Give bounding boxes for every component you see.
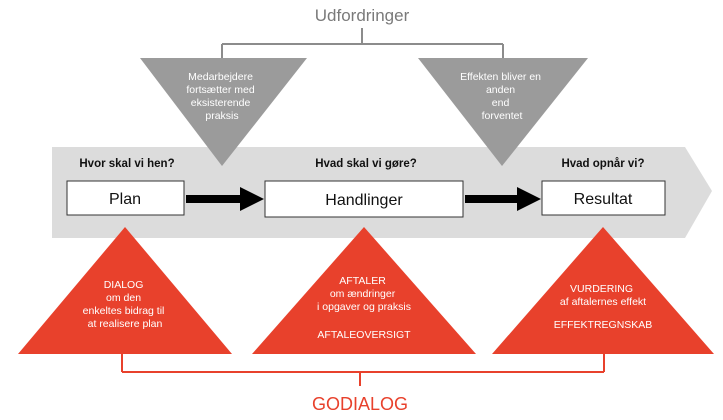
challenges-title: Udfordringer — [315, 6, 410, 25]
arrow-actions-to-result — [465, 187, 541, 211]
outcome-text-2: AFTALER om ændringer i opgaver og praksi… — [317, 275, 411, 313]
outcome-triangle-1 — [18, 227, 232, 354]
outcome-text-3: VURDERING af aftalernes effekt — [560, 283, 646, 308]
step-label-actions: Handlinger — [325, 192, 403, 209]
challenge-triangle-2 — [418, 58, 588, 166]
outcome-text-1: DIALOG om den enkeltes bidrag til at rea… — [83, 279, 168, 330]
step-box-result — [541, 180, 666, 216]
arrow-plan-to-actions — [186, 187, 264, 211]
step-box-plan — [66, 180, 185, 216]
question-actions: Hvad skal vi gøre? — [315, 158, 417, 170]
step-label-result: Resultat — [574, 191, 633, 208]
question-result: Hvad opnår vi? — [561, 158, 644, 170]
challenge-triangle-1 — [140, 58, 307, 166]
outcome-extra-3: EFFEKTREGNSKAB — [554, 319, 653, 331]
outcome-extra-2: AFTALEOVERSIGT — [317, 329, 411, 341]
challenges-connector — [221, 28, 504, 60]
step-box-actions — [264, 180, 464, 218]
question-plan: Hvor skal vi hen? — [79, 158, 174, 170]
outcome-triangle-2 — [252, 227, 476, 354]
challenge-text-1: Medarbejdere fortsætter med eksisterende… — [186, 71, 257, 122]
godialog-connector — [121, 354, 605, 386]
godialog-title: GODIALOG — [312, 394, 408, 414]
step-label-plan: Plan — [109, 191, 141, 208]
outcome-triangle-3 — [492, 227, 714, 354]
challenge-text-2: Effekten bliver en anden end forventet — [460, 71, 544, 122]
